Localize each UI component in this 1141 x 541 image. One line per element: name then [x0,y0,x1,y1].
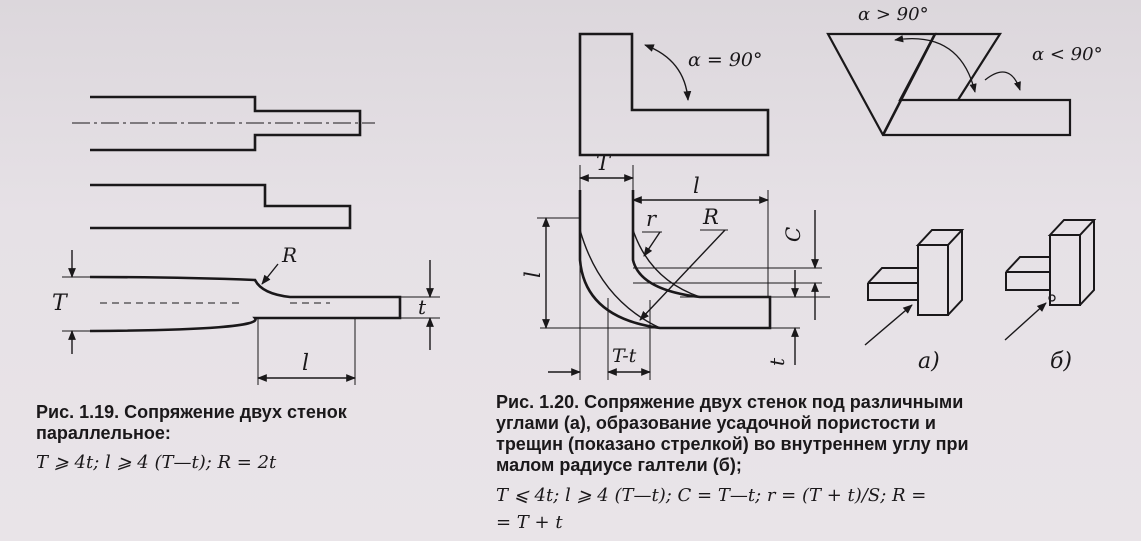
fig120-label-T: T [596,151,612,175]
fig120-l-shape-90 [578,32,770,157]
fig119-label-R: R [281,243,297,267]
fig120-bracket-a [864,229,965,346]
fig120-caption-line2: углами (а), образование усадочной порист… [496,413,936,433]
fig120-label-t: t [765,357,789,366]
fig120-bracket-b [1004,219,1097,341]
fig120-formula-line1: T ⩽ 4t; l ⩾ 4 (T—t); C = T—t; r = (T + t… [496,485,927,506]
fig120-caption: Рис. 1.20. Сопряжение двух стенок под ра… [496,392,1136,476]
fig120-angle-lt90: α < 90° [1032,44,1103,65]
fig120-caption-line3: трещин (показано стрелкой) во внутреннем… [496,434,969,454]
fig120-label-r: r [646,207,658,231]
fig120-label-l-left: l [521,271,545,278]
fig119-label-t: t [418,295,427,319]
fig120-label-C: C [781,227,805,242]
fig120-caption-line1: Рис. 1.20. Сопряжение двух стенок под ра… [496,392,964,412]
fig120-label-Tt: T-t [612,345,637,367]
fig120-angle-eq90: α = 90° [688,49,763,71]
fig119-label-l: l [302,351,309,376]
fig119-caption-line1: Рис. 1.19. Сопряжение двух стенок [36,402,347,422]
fig119-formula: T ⩾ 4t; l ⩾ 4 (T—t); R = 2t [36,452,277,473]
technical-drawings: R T t l α = 90° α > 90° α < 90° [52,4,1103,385]
fig119-stepped-plate [90,183,352,230]
fig120-label-a: а) [918,349,940,374]
fig120-fillet-joint [537,165,830,380]
fig120-label-l-top: l [693,174,700,198]
fig120-caption-line4: малом радиусе галтели (б); [496,455,742,475]
fig120-angle-gt90: α > 90° [858,4,929,25]
fig120-oblique-angles [826,32,1072,137]
fig119-caption-line2: параллельное: [36,423,171,443]
fig119-caption: Рис. 1.19. Сопряжение двух стенок паралл… [36,402,466,444]
fig120-label-R: R [702,205,719,229]
fig119-fillet-plate [62,250,440,385]
fig120-label-b: б) [1050,349,1072,374]
fig120-formula-line2: = T + t [496,512,563,533]
fig119-label-T: T [52,291,69,316]
fig119-stepped-shaft [72,95,375,152]
